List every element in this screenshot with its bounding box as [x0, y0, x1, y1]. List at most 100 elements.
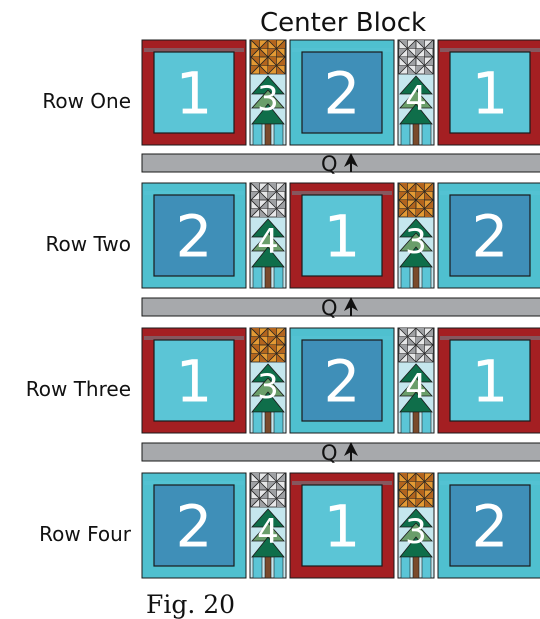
tree-side-patch — [252, 123, 263, 146]
row-label: Row Four — [39, 522, 132, 546]
tree-trunk — [412, 556, 420, 579]
block-center — [301, 484, 383, 567]
up-arrow-icon — [344, 153, 358, 167]
frame-stripe — [440, 481, 540, 485]
sashing-strip-2: Q — [141, 296, 540, 320]
frame-stripe — [292, 191, 392, 195]
block-number: 1 — [176, 60, 213, 128]
quilt-block-2: 1 — [289, 182, 395, 289]
tree-trunk — [412, 266, 420, 289]
strip-bar — [141, 442, 540, 462]
block-number: 2 — [176, 203, 213, 271]
sashing-strip-3: Q — [141, 441, 540, 465]
frame-stripe — [144, 336, 244, 340]
strip-letter: Q — [321, 152, 338, 176]
up-arrow-icon — [344, 297, 358, 311]
frame-stripe — [292, 336, 392, 340]
block-number: 2 — [324, 60, 361, 128]
quilt-block-3: 1 — [437, 39, 540, 146]
sashing-strip-1: Q — [141, 152, 540, 176]
up-arrow-icon — [344, 442, 358, 456]
block-number: 1 — [176, 348, 213, 416]
tree-trunk — [264, 266, 272, 289]
quilt-block-1: 2 — [141, 472, 247, 579]
tree-number: 4 — [257, 222, 279, 262]
tree-side-patch — [400, 123, 411, 146]
row-label: Row Two — [46, 232, 131, 256]
row-label: Row One — [42, 89, 131, 113]
tree-side-patch — [252, 266, 263, 289]
tree-number: 3 — [405, 512, 427, 552]
quilt-block-3: 2 — [437, 182, 540, 289]
quilt-block-2: 1 — [289, 472, 395, 579]
tree-column-2: 3 — [397, 182, 435, 289]
frame-stripe — [144, 191, 244, 195]
figure-caption: Fig. 20 — [146, 590, 235, 619]
tree-side-patch — [273, 266, 284, 289]
tree-side-patch — [273, 556, 284, 579]
block-center — [449, 194, 531, 277]
quilt-block-2: 2 — [289, 327, 395, 434]
block-center — [449, 51, 531, 134]
strip-bar — [141, 297, 540, 317]
tree-trunk — [264, 123, 272, 146]
frame-stripe — [440, 48, 540, 52]
tree-trunk — [264, 556, 272, 579]
tree-side-patch — [421, 123, 432, 146]
block-center — [153, 194, 235, 277]
block-center — [153, 339, 235, 422]
tree-side-patch — [273, 411, 284, 434]
block-center — [301, 339, 383, 422]
block-number: 2 — [324, 348, 361, 416]
frame-stripe — [144, 481, 244, 485]
tree-number: 4 — [405, 367, 427, 407]
quilt-block-1: 1 — [141, 39, 247, 146]
tree-number: 3 — [257, 367, 279, 407]
tree-trunk — [412, 123, 420, 146]
frame-stripe — [440, 191, 540, 195]
strip-letter: Q — [321, 296, 338, 320]
block-center — [301, 194, 383, 277]
quilt-block-1: 2 — [141, 182, 247, 289]
block-center — [449, 484, 531, 567]
tree-column-2: 3 — [397, 472, 435, 579]
block-center — [153, 484, 235, 567]
tree-column-1: 4 — [249, 182, 287, 289]
quilt-block-3: 2 — [437, 472, 540, 579]
tree-side-patch — [421, 556, 432, 579]
tree-side-patch — [400, 266, 411, 289]
tree-side-patch — [273, 123, 284, 146]
tree-column-1: 3 — [249, 39, 287, 146]
block-center — [449, 339, 531, 422]
block-center — [153, 51, 235, 134]
block-number: 2 — [176, 493, 213, 561]
quilt-block-2: 2 — [289, 39, 395, 146]
tree-number: 3 — [257, 79, 279, 119]
tree-side-patch — [252, 411, 263, 434]
tree-side-patch — [421, 266, 432, 289]
frame-stripe — [144, 48, 244, 52]
block-number: 1 — [324, 203, 361, 271]
quilt-row-3: Row Three 1 2 1 3 4 — [26, 327, 540, 434]
tree-trunk — [412, 411, 420, 434]
tree-column-2: 4 — [397, 327, 435, 434]
strip-bar — [141, 153, 540, 173]
block-number: 1 — [324, 493, 361, 561]
quilt-row-1: Row One 1 2 1 3 4 — [42, 39, 540, 146]
frame-stripe — [292, 481, 392, 485]
tree-side-patch — [252, 556, 263, 579]
quilt-block-3: 1 — [437, 327, 540, 434]
row-label: Row Three — [26, 377, 131, 401]
strip-letter: Q — [321, 441, 338, 465]
block-number: 2 — [472, 203, 509, 271]
tree-number: 3 — [405, 222, 427, 262]
block-number: 2 — [472, 493, 509, 561]
block-center — [301, 51, 383, 134]
diagram-title: Center Block — [260, 8, 426, 38]
sashing-strips-group: Q Q Q — [141, 152, 540, 465]
tree-column-1: 3 — [249, 327, 287, 434]
tree-side-patch — [400, 556, 411, 579]
tree-number: 4 — [405, 79, 427, 119]
